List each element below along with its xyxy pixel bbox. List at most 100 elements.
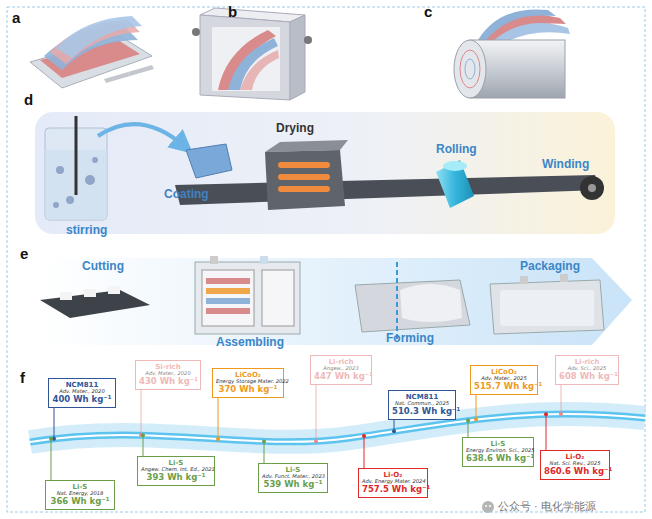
timeline-dot (466, 419, 470, 423)
panel-e-art-shape (560, 274, 568, 282)
timeline-dot (141, 433, 145, 437)
panel-d-art-shape (53, 202, 59, 208)
panel-e-art-shape (195, 262, 300, 334)
process-label: stirring (66, 224, 107, 237)
panel-e-art-shape (206, 298, 250, 304)
panel-e-art-shape (210, 256, 218, 264)
chemistry-name: NCM811 (392, 393, 452, 401)
panel-d-art-shape (278, 162, 330, 168)
timeline-dot (216, 437, 220, 441)
chemistry-name: Li-O₂ (544, 453, 606, 461)
figure-border (7, 7, 645, 512)
process-label: Rolling (436, 143, 477, 156)
panel-b-art (192, 8, 312, 100)
milestone-box: Li-SAdv. Funct. Mater., 2023539 Wh kg⁻¹ (258, 463, 328, 493)
timeline-pin (264, 441, 265, 463)
panel-e-art-shape (40, 258, 632, 345)
milestone-box: Li-richAngew., 2023447 Wh kg⁻¹ (310, 355, 372, 385)
energy-density: 510.3 Wh kg⁻¹ (392, 407, 452, 417)
panel-d-art-shape (92, 157, 98, 163)
panel-d-art-shape (588, 184, 596, 192)
chemistry-name: Li-O₂ (362, 471, 424, 479)
wechat-icon-shape (489, 505, 491, 507)
energy-density: 400 Wh kg⁻¹ (52, 395, 112, 405)
panel-e-art-shape (202, 270, 254, 326)
panel-c-art (454, 9, 570, 98)
timeline-wave-shape (30, 414, 645, 442)
panel-letter: f (20, 370, 25, 387)
panel-d-art-shape (98, 124, 184, 146)
timeline-dot (314, 439, 318, 443)
panel-e-art-shape (260, 256, 268, 264)
panel-e-art-shape (520, 276, 528, 284)
chemistry-name: Li-S (49, 483, 111, 491)
panel-e-art-shape (355, 280, 470, 332)
milestone-box: NCM811Adv. Mater., 2020400 Wh kg⁻¹ (48, 378, 116, 408)
energy-density: 638.6 Wh kg⁻¹ (466, 454, 530, 464)
panel-d-art-shape (443, 161, 467, 171)
milestone-box: LiCoO₂Adv. Mater., 2025515.7 Wh kg⁻¹ (470, 365, 538, 395)
panel-d-art-shape (56, 166, 64, 174)
milestone-box: Li-SAngew. Chem. Int. Ed., 2021393 Wh kg… (137, 456, 215, 486)
chemistry-name: Si-rich (139, 363, 197, 371)
panel-d-art-shape (35, 112, 615, 234)
milestone-box: Li-richAdv. Sci., 2025608 Wh kg⁻¹ (555, 355, 619, 385)
panel-b-art-shape (304, 36, 312, 44)
panel-d-art-shape (66, 196, 74, 204)
timeline-dot (362, 434, 366, 438)
panel-b-art-shape (192, 28, 200, 36)
energy-density: 515.7 Wh kg⁻¹ (474, 382, 534, 392)
timeline-pin (143, 435, 144, 456)
timeline-wave-shape (30, 414, 645, 442)
panel-d-art-shape (278, 186, 330, 192)
panel-e-art-shape (108, 286, 120, 294)
panel-d-art-shape (175, 175, 600, 205)
timeline-dot (392, 429, 396, 433)
panel-c-art-shape (454, 40, 486, 98)
panel-d-art-shape (436, 160, 474, 208)
panel-letter: c (424, 4, 432, 21)
energy-density: 757.5 Wh kg⁻¹ (362, 485, 424, 495)
panel-e-art-shape (206, 288, 250, 294)
panel-e-art-shape (396, 262, 398, 340)
panel-c-art-shape (465, 59, 475, 79)
timeline-wave (30, 414, 645, 442)
panel-d-art-shape (278, 174, 330, 180)
energy-density: 430 Wh kg⁻¹ (139, 377, 197, 387)
panel-e-art-shape (400, 284, 462, 322)
panel-e-art-shape (500, 290, 594, 326)
panel-c-art-shape (494, 23, 570, 42)
chemistry-name: LiCoO₂ (474, 368, 534, 376)
timeline-pin (364, 436, 365, 468)
timeline-dot (262, 439, 266, 443)
milestone-box: Li-SNat. Energy, 2018366 Wh kg⁻¹ (45, 480, 115, 510)
process-label: Forming (386, 332, 434, 345)
chemistry-name: Li-S (141, 459, 211, 467)
process-label: Winding (542, 158, 589, 171)
panel-e-art-shape (40, 290, 150, 318)
energy-density: 447 Wh kg⁻¹ (314, 372, 368, 382)
panel-e-art-shape (262, 270, 294, 326)
timeline-dot (49, 437, 53, 441)
chemistry-name: Li-rich (559, 358, 615, 366)
timeline-dot (474, 418, 478, 422)
timeline-pin (51, 439, 52, 480)
timeline-pin (476, 395, 477, 420)
panel-b-art-shape (200, 15, 290, 100)
milestone-box: LiCoO₂Energy Storage Mater. 2022370 Wh k… (212, 368, 284, 398)
milestone-box: NCM811Nat. Commun., 2025510.3 Wh kg⁻¹ (388, 390, 456, 420)
timeline-dot (544, 412, 548, 416)
chemistry-name: LiCoO₂ (216, 371, 280, 379)
timeline-pin (141, 390, 142, 435)
wechat-icon-shape (482, 501, 494, 513)
panel-e-art-shape (490, 280, 604, 334)
panel-b-art-shape (290, 15, 305, 100)
panel-a-art-shape (104, 72, 130, 83)
energy-density: 860.6 Wh kg⁻¹ (544, 467, 606, 477)
energy-density: 370 Wh kg⁻¹ (216, 385, 280, 395)
process-label: Drying (276, 122, 314, 135)
panel-d-art-shape (186, 144, 232, 178)
panel-letter: d (24, 92, 33, 109)
timeline-wave-shape (30, 414, 645, 442)
